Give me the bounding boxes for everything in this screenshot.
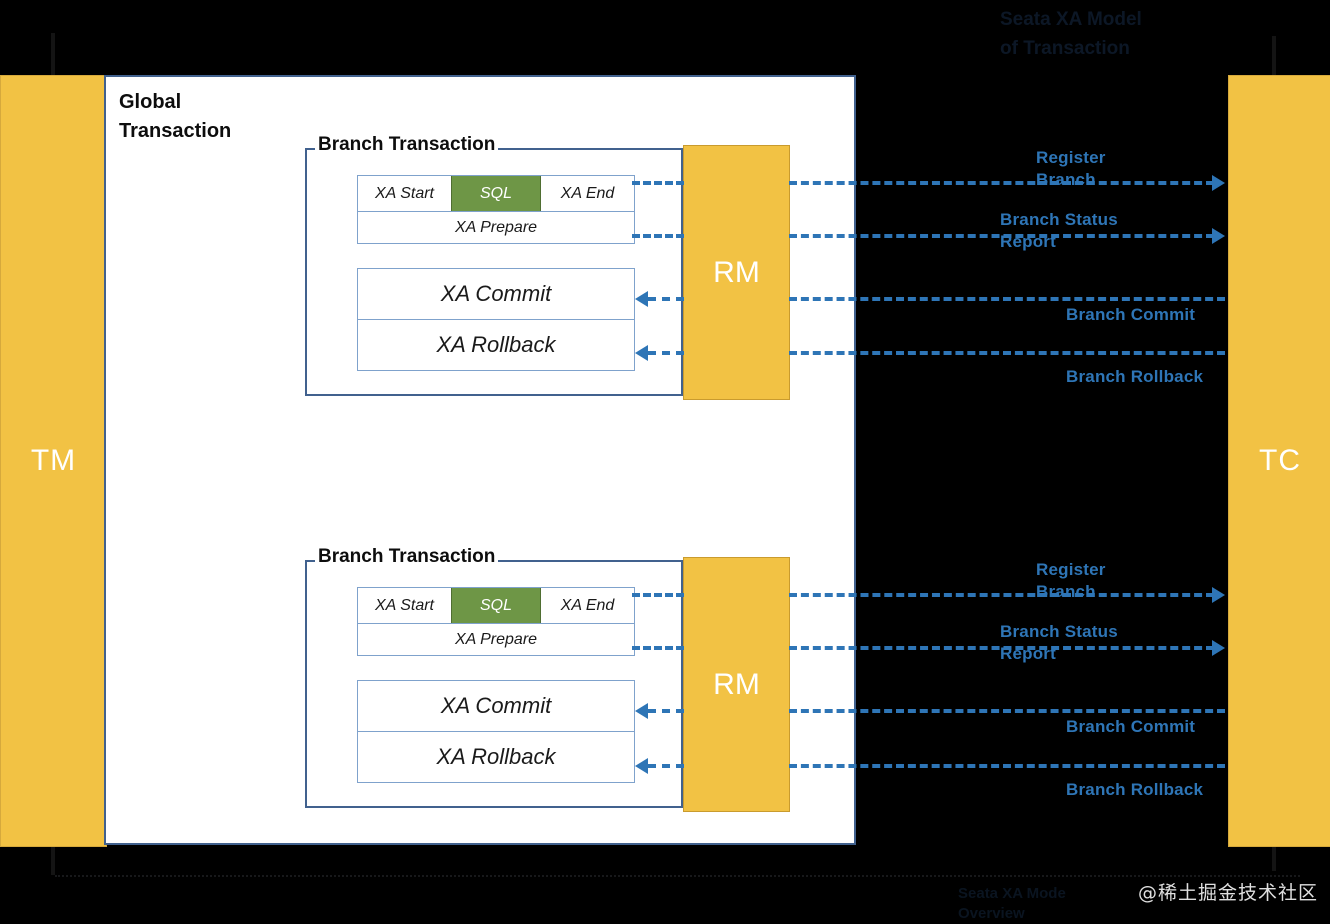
actor-tm-label: TM (30, 444, 77, 477)
bottom-dotted-rule (55, 875, 1300, 877)
flow-6-dash-outer (789, 646, 1214, 650)
branch-2-xa-top-row: XA Start SQL XA End (357, 587, 635, 624)
actor-rm-2[interactable]: RM (683, 557, 790, 812)
flow-2-arrowhead (1212, 228, 1225, 244)
branch-transaction-1: Branch Transaction XA Start SQL XA End X… (305, 134, 683, 396)
branch-1-xa-start[interactable]: XA Start (375, 184, 434, 202)
branch-2-xa-rollback[interactable]: XA Rollback (357, 731, 635, 783)
flow-8-arrowhead (635, 758, 648, 774)
branch-1-xa-end[interactable]: XA End (560, 184, 615, 202)
flow-5-dash-inner (632, 593, 684, 597)
flow-5-label: Register Branch (1036, 560, 1106, 601)
flow-6-arrowhead (1212, 640, 1225, 656)
faint-bottom-caption: Seata XA Mode Overview (958, 885, 1066, 922)
flow-7-label: Branch Commit (1066, 717, 1196, 736)
branch-1-xa-top-row: XA Start SQL XA End (357, 175, 635, 212)
actor-tc-label: TC (1259, 444, 1301, 477)
tc-lifeline-top (1272, 36, 1276, 78)
flow-3-dash-inner (648, 297, 684, 301)
tm-lifeline-top (51, 33, 55, 77)
flow-1-dash-outer (789, 181, 1214, 185)
flow-7-dash-outer (789, 709, 1225, 713)
branch-2-xa-end[interactable]: XA End (560, 596, 615, 614)
flow-3-arrowhead (635, 291, 648, 307)
branch-1-xa-prepare[interactable]: XA Prepare (357, 211, 635, 244)
flow-5-dash-outer (789, 593, 1214, 597)
branch-1-sql[interactable]: SQL (451, 176, 541, 211)
faint-diagram-title: Seata XA Model of Transaction (1000, 9, 1142, 59)
actor-rm-1-label: RM (713, 255, 760, 289)
flow-6-label: Branch Status Report (1000, 622, 1118, 663)
flow-5-arrowhead (1212, 587, 1225, 603)
tc-lifeline-bottom (1272, 845, 1276, 871)
branch-2-xa-start[interactable]: XA Start (375, 596, 434, 614)
flow-1-dash-inner (632, 181, 684, 185)
branch-1-xa-rollback[interactable]: XA Rollback (357, 319, 635, 371)
flow-7-dash-inner (648, 709, 684, 713)
actor-rm-2-label: RM (713, 667, 760, 701)
flow-6-dash-inner (632, 646, 684, 650)
tm-lifeline-bottom (51, 845, 55, 875)
flow-4-arrowhead (635, 345, 648, 361)
branch-transaction-2-title: Branch Transaction (315, 546, 499, 568)
flow-8-dash-inner (648, 764, 684, 768)
branch-2-sql[interactable]: SQL (451, 588, 541, 623)
watermark: @稀土掘金技术社区 (1137, 882, 1318, 904)
branch-1-xa-commit[interactable]: XA Commit (357, 268, 635, 320)
global-transaction-title: Global Transaction (119, 91, 232, 142)
flow-7-arrowhead (635, 703, 648, 719)
branch-2-xa-prepare[interactable]: XA Prepare (357, 623, 635, 656)
flow-3-dash-outer (789, 297, 1225, 301)
flow-2-dash-inner (632, 234, 684, 238)
flow-3-label: Branch Commit (1066, 305, 1196, 324)
flow-8-dash-outer (789, 764, 1225, 768)
flow-2-label: Branch Status Report (1000, 210, 1118, 251)
branch-2-xa-commit[interactable]: XA Commit (357, 680, 635, 732)
flow-1-arrowhead (1212, 175, 1225, 191)
actor-rm-1[interactable]: RM (683, 145, 790, 400)
flow-2-dash-outer (789, 234, 1214, 238)
branch-transaction-2: Branch Transaction XA Start SQL XA End X… (305, 546, 683, 808)
flow-4-dash-outer (789, 351, 1225, 355)
flow-4-label: Branch Rollback (1066, 367, 1204, 386)
flow-1-label: Register Branch (1036, 148, 1106, 189)
actor-tc[interactable]: TC (1228, 75, 1330, 847)
flow-8-label: Branch Rollback (1066, 780, 1204, 799)
actor-tm[interactable]: TM (0, 75, 107, 847)
branch-transaction-1-title: Branch Transaction (315, 134, 499, 156)
flow-4-dash-inner (648, 351, 684, 355)
